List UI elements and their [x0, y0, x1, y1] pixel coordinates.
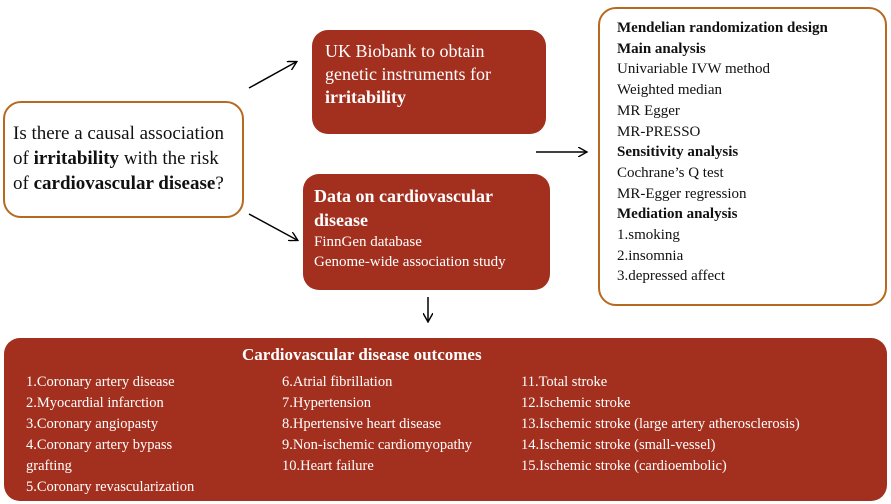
outcome-item: 11.Total stroke [521, 374, 608, 390]
mr-design-box: Mendelian randomization design Main anal… [598, 7, 887, 306]
cvd-data-box: Data on cardiovascular disease FinnGen d… [303, 174, 550, 290]
outcomes-column-3: 11.Total stroke 12.Ischemic stroke 13.Is… [521, 372, 887, 477]
mr-design-title: Mendelian randomization design [617, 20, 828, 36]
outcome-item: 10.Heart failure [282, 458, 374, 474]
main-analysis-item: Univariable IVW method [617, 61, 771, 78]
outcomes-column-2: 6.Atrial fibrillation 7.Hypertension 8.H… [282, 372, 522, 477]
uk-biobank-irritability: irritability [325, 87, 406, 107]
main-analysis-item: MR Egger [617, 102, 680, 119]
sensitivity-analysis-item: MR-Egger regression [617, 185, 747, 202]
sensitivity-analysis-item: Cochrane’s Q test [617, 164, 724, 181]
outcome-item: 8.Hpertensive heart disease [282, 416, 442, 432]
arrow-question-to-cvd-data [248, 213, 297, 240]
arrow-question-to-uk-biobank [248, 62, 296, 89]
outcome-item: 15.Ischemic stroke (cardioembolic) [521, 458, 727, 474]
mediation-analysis-title: Mediation analysis [617, 206, 738, 223]
cvd-data-title: Data on cardiovascular disease [314, 186, 493, 230]
outcome-item: 5.Coronary revascularization [26, 479, 195, 495]
mediation-analysis-item: 1.smoking [617, 227, 680, 244]
outcome-item: 12.Ischemic stroke [521, 395, 631, 411]
mediation-analysis-item: 2.insomnia [617, 247, 684, 264]
outcome-item: 7.Hypertension [282, 395, 371, 411]
question-middle: with the risk of [13, 148, 219, 194]
question-suffix: ? [215, 173, 224, 194]
uk-biobank-box: UK Biobank to obtain genetic instruments… [312, 30, 546, 134]
question-prefix: Is there a causal association of [13, 123, 225, 169]
outcomes-title: Cardiovascular disease outcomes [242, 345, 482, 364]
main-analysis-item: Weighted median [617, 82, 723, 99]
sensitivity-analysis-title: Sensitivity analysis [617, 144, 739, 161]
outcome-item: grafting [26, 458, 72, 474]
outcome-item: 3.Coronary angiopasty [26, 416, 159, 432]
uk-biobank-text: UK Biobank to obtain genetic instruments… [325, 41, 491, 84]
mediation-analysis-item: 3.depressed affect [617, 268, 726, 285]
outcomes-box: Cardiovascular disease outcomes 1.Corona… [4, 338, 887, 501]
outcome-item: 1.Coronary artery disease [26, 374, 175, 390]
outcome-item: 4.Coronary artery bypass [26, 437, 173, 453]
outcome-item: 13.Ischemic stroke (large artery atheros… [521, 416, 800, 432]
outcomes-column-1: 1.Coronary artery disease 2.Myocardial i… [26, 372, 256, 498]
outcome-item: 14.Ischemic stroke (small-vessel) [521, 437, 716, 453]
outcome-item: 6.Atrial fibrillation [282, 374, 393, 390]
outcome-item: 2.Myocardial infarction [26, 395, 164, 411]
main-analysis-title: Main analysis [617, 40, 706, 57]
outcome-item: 9.Non-ischemic cardiomyopathy [282, 437, 473, 453]
cvd-data-source: FinnGen database [314, 234, 422, 250]
question-cardiovascular-disease: cardiovascular disease [33, 173, 216, 194]
cvd-data-method: Genome-wide association study [314, 254, 506, 270]
main-analysis-item: MR-PRESSO [617, 123, 701, 140]
question-irritability: irritability [33, 148, 120, 169]
research-question-box: Is there a causal association of irritab… [3, 101, 244, 218]
